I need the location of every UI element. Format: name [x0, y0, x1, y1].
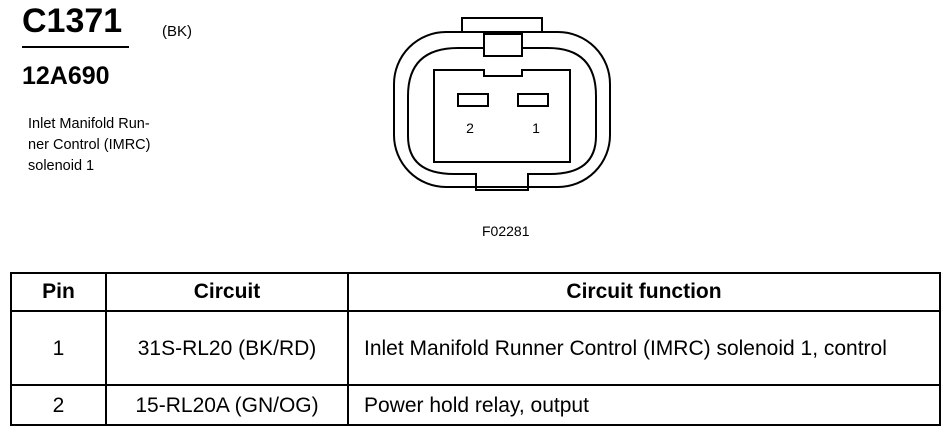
header-pin: Pin — [10, 272, 107, 312]
part-number: 12A690 — [22, 62, 110, 90]
header-circuit: Circuit — [105, 272, 349, 312]
cell-pin: 2 — [10, 384, 107, 426]
table-row: 2 15-RL20A (GN/OG) Power hold relay, out… — [10, 384, 941, 426]
pin-socket-1 — [517, 93, 549, 107]
figure-id: F02281 — [482, 223, 530, 239]
connector-description: Inlet Manifold Run- ner Control (IMRC) s… — [28, 116, 151, 174]
terminal-cavity — [433, 69, 571, 163]
cell-circuit: 31S-RL20 (BK/RD) — [105, 310, 349, 386]
connector-outer-housing — [393, 31, 611, 188]
table-row: 1 31S-RL20 (BK/RD) Inlet Manifold Runner… — [10, 310, 941, 386]
pin-table: Pin Circuit Circuit function 1 31S-RL20 … — [10, 272, 941, 426]
cell-pin: 1 — [10, 310, 107, 386]
cell-circuit-function: Power hold relay, output — [347, 384, 941, 426]
pin-label-2: 2 — [466, 120, 474, 136]
connector-id: C1371 — [22, 2, 123, 40]
connector-id-underline — [22, 46, 129, 48]
pin-socket-2 — [457, 93, 489, 107]
pin-label-1: 1 — [532, 120, 540, 136]
table-header-row: Pin Circuit Circuit function — [10, 272, 941, 312]
locking-latch — [483, 33, 523, 57]
connector-inner-ring — [407, 47, 597, 191]
connector-outer-lock-tab — [461, 17, 543, 32]
connector-color: (BK) — [162, 23, 192, 40]
cell-circuit-function: Inlet Manifold Runner Control (IMRC) sol… — [347, 310, 941, 386]
cell-circuit: 15-RL20A (GN/OG) — [105, 384, 349, 426]
header-circuit-function: Circuit function — [347, 272, 941, 312]
connector-face-diagram: 2 1 — [393, 17, 611, 191]
